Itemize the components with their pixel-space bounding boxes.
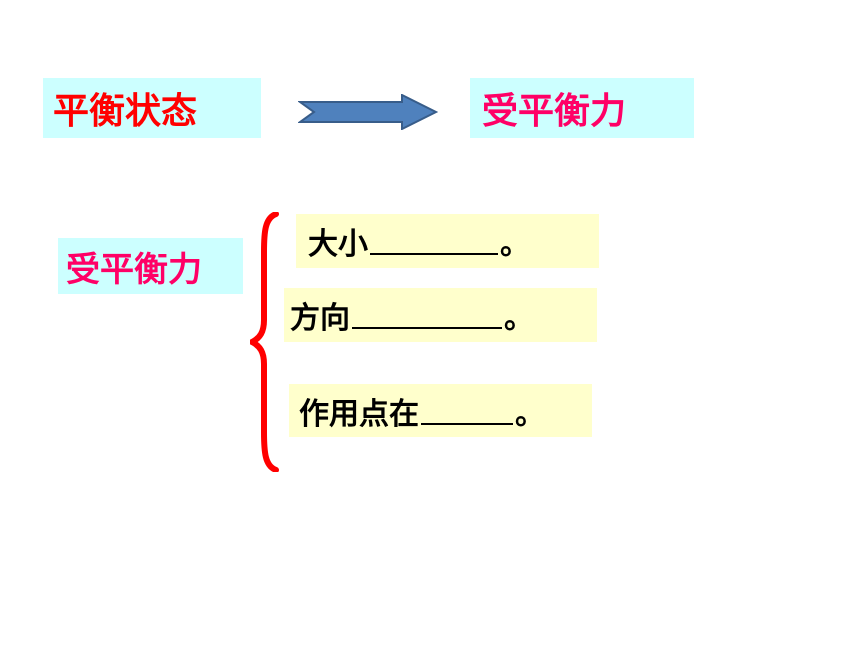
right-arrow-icon	[298, 94, 438, 130]
size-blank	[370, 223, 498, 255]
point-suffix: 。	[515, 396, 545, 432]
point-prefix: 作用点在	[299, 396, 419, 432]
size-prefix: 大小	[308, 227, 368, 262]
direction-suffix: 。	[504, 301, 534, 336]
balanced-force-label-left: 受平衡力	[58, 238, 243, 294]
balanced-force-text-top: 受平衡力	[482, 91, 627, 132]
fill-in-point-of-action-item: 作用点在 。	[289, 384, 592, 437]
balanced-force-text-left: 受平衡力	[66, 249, 202, 290]
equilibrium-state-label: 平衡状态	[43, 78, 261, 138]
size-suffix: 。	[500, 227, 530, 262]
point-blank	[421, 393, 513, 425]
fill-in-size-item: 大小 。	[296, 214, 599, 268]
direction-prefix: 方向	[290, 301, 350, 336]
equilibrium-state-text: 平衡状态	[53, 91, 198, 132]
balanced-force-label-top: 受平衡力	[470, 78, 694, 138]
fill-in-direction-item: 方向 。	[284, 288, 597, 342]
left-curly-brace-icon	[250, 212, 279, 472]
direction-blank	[352, 297, 502, 329]
